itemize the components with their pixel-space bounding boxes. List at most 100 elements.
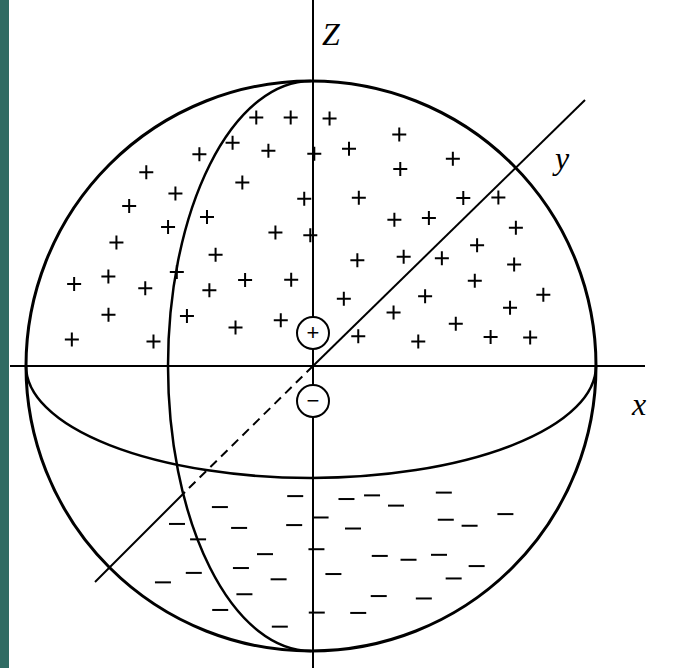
plus-mark — [101, 308, 115, 322]
plus-mark — [67, 277, 81, 291]
plus-mark — [168, 186, 182, 200]
charge-sign: − — [307, 390, 320, 412]
y-axis — [313, 100, 585, 366]
minus-mark — [155, 581, 171, 583]
minus-mark — [372, 555, 388, 557]
plus-mark — [536, 288, 550, 302]
plus-mark — [139, 165, 153, 179]
plus-mark — [284, 273, 298, 287]
plus-mark — [226, 136, 240, 150]
minus-mark — [212, 609, 228, 611]
minus-mark — [233, 567, 249, 569]
minus-mark — [308, 548, 324, 550]
y-axis-hidden — [185, 366, 313, 492]
minus-mark — [401, 559, 417, 561]
axis-label: Z — [320, 18, 342, 50]
minus-mark — [236, 593, 252, 595]
plus-mark — [470, 238, 484, 252]
plus-mark — [122, 199, 136, 213]
charge-circle: − — [296, 384, 330, 418]
plus-mark — [449, 317, 463, 331]
plus-mark — [484, 330, 498, 344]
plus-mark — [209, 248, 223, 262]
charge-marks — [65, 111, 550, 627]
charge-circle: + — [296, 316, 330, 350]
plus-mark — [274, 313, 288, 327]
plus-mark — [435, 251, 449, 265]
plus-mark — [393, 162, 407, 176]
minus-mark — [338, 498, 354, 500]
plus-mark — [192, 147, 206, 161]
plus-mark — [138, 281, 152, 295]
plus-mark — [202, 283, 216, 297]
minus-mark — [169, 523, 185, 525]
plus-mark — [491, 190, 505, 204]
plus-mark — [418, 289, 432, 303]
plus-mark — [351, 329, 365, 343]
minus-mark — [469, 565, 485, 567]
plus-mark — [249, 111, 263, 125]
minus-mark — [186, 572, 202, 574]
plus-mark — [446, 152, 460, 166]
plus-mark — [350, 253, 364, 267]
plus-mark — [523, 330, 537, 344]
plus-mark — [352, 191, 366, 205]
plus-mark — [337, 292, 351, 306]
minus-mark — [257, 553, 273, 555]
axis-label: y — [553, 142, 571, 174]
minus-mark — [364, 494, 380, 496]
minus-mark — [431, 554, 447, 556]
plus-mark — [146, 334, 160, 348]
minus-mark — [462, 525, 478, 527]
minus-mark — [271, 578, 287, 580]
plus-mark — [268, 226, 282, 240]
plus-mark — [411, 335, 425, 349]
plus-mark — [397, 250, 411, 264]
plus-mark — [387, 213, 401, 227]
minus-mark — [231, 527, 247, 529]
minus-mark — [309, 612, 325, 614]
minus-mark — [416, 597, 432, 599]
plus-mark — [323, 111, 337, 125]
plus-mark — [507, 257, 521, 271]
plus-mark — [303, 228, 317, 242]
minus-mark — [446, 577, 462, 579]
plus-mark — [200, 210, 214, 224]
plus-mark — [65, 333, 79, 347]
minus-mark — [272, 626, 288, 628]
plus-mark — [229, 321, 243, 335]
minus-mark — [438, 519, 454, 521]
plus-mark — [297, 192, 311, 206]
plus-mark — [392, 127, 406, 141]
plus-mark — [422, 211, 436, 225]
minus-mark — [212, 506, 228, 508]
plus-mark — [161, 220, 175, 234]
minus-mark — [350, 612, 366, 614]
y-axis — [95, 492, 185, 582]
equator — [26, 366, 596, 478]
plus-mark — [109, 235, 123, 249]
plus-mark — [503, 301, 517, 315]
plus-mark — [235, 176, 249, 190]
plus-mark — [387, 305, 401, 319]
minus-mark — [345, 528, 361, 530]
plus-mark — [468, 274, 482, 288]
minus-mark — [436, 492, 452, 494]
minus-mark — [313, 516, 329, 518]
plus-mark — [238, 273, 252, 287]
charge-sign: + — [307, 322, 320, 344]
plus-mark — [456, 191, 470, 205]
x-axis — [10, 365, 645, 367]
minus-mark — [287, 495, 303, 497]
axis-label: x — [630, 388, 648, 420]
minus-mark — [388, 505, 404, 507]
plus-mark — [180, 309, 194, 323]
plus-mark — [101, 269, 115, 283]
minus-mark — [286, 524, 302, 526]
plus-mark — [342, 142, 356, 156]
minus-mark — [371, 595, 387, 597]
plus-mark — [509, 221, 523, 235]
plus-mark — [307, 147, 321, 161]
minus-mark — [325, 573, 341, 575]
